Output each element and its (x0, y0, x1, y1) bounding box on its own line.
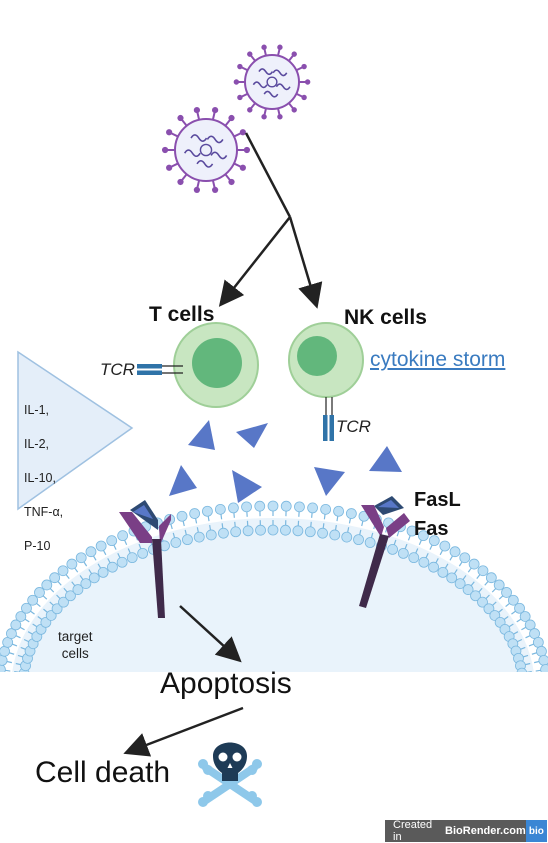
cytokine-list: IL-1, IL-2, IL-10, TNF-α, P-10 (24, 385, 63, 572)
fas-label: Fas (414, 518, 449, 540)
cytokine-storm-link[interactable]: cytokine storm (370, 348, 506, 371)
nk-cells-label: NK cells (344, 306, 427, 329)
virus-icon (233, 44, 311, 120)
skull-crossbones-icon (198, 742, 262, 807)
fasl-label: FasL (414, 489, 461, 511)
cytokine-item: P-10 (24, 539, 51, 553)
target-cells-label: target cells (58, 629, 93, 661)
cytokine (188, 420, 215, 450)
cytokine (236, 423, 268, 448)
cytokine-release-triangle (17, 350, 134, 511)
arrow-to-t-cells (218, 216, 291, 307)
tcr-label-t-cell: TCR (100, 360, 135, 379)
bio-logo-icon: bio (525, 820, 547, 842)
virus-icon (161, 107, 251, 193)
cytokine (232, 470, 262, 503)
tcr-receptor-t-cell (137, 364, 183, 375)
cytokine-item: IL-2, (24, 437, 50, 451)
biorender-badge[interactable]: Created in BioRender.com bio (385, 819, 547, 843)
cytokine-item: TNF-α, (24, 505, 64, 519)
cytokine-item: IL-10, (24, 471, 56, 485)
arrow-to-nk-cells (288, 216, 323, 309)
arrow-to-apoptosis (179, 605, 242, 663)
apoptosis-label: Apoptosis (160, 667, 292, 700)
created-in-text: Created in (393, 819, 433, 843)
arrow-virus-line (244, 132, 292, 218)
t-cells-label: T cells (149, 303, 215, 326)
cytokine (169, 465, 197, 496)
tcr-receptor-nk-cell (323, 397, 334, 441)
arrow-to-cell-death (123, 706, 244, 757)
brand-text: BioRender.com (445, 825, 526, 837)
fas-receptor-right (359, 496, 410, 608)
tcr-label-nk-cell: TCR (336, 417, 371, 436)
nk-cell (288, 322, 364, 398)
t-cell (173, 322, 259, 408)
fas-receptor-left (119, 500, 171, 618)
cytokine (314, 467, 345, 496)
cytokine-item: IL-1, (24, 403, 50, 417)
cytokines (169, 420, 402, 503)
cell-death-label: Cell death (35, 756, 171, 789)
cytokine (369, 446, 402, 472)
